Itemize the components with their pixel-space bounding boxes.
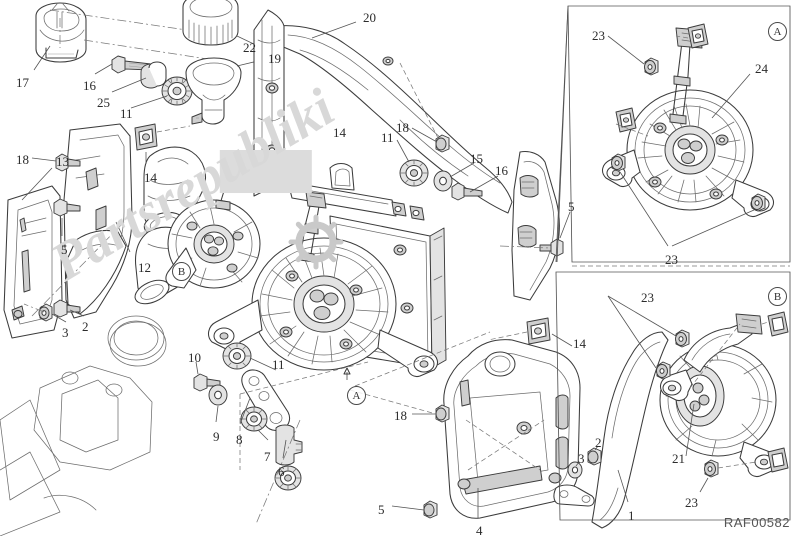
callout-number: 2 <box>595 435 602 450</box>
callout-number: 14 <box>573 336 586 351</box>
callout-number: 8 <box>236 432 243 447</box>
detail-panel-label-b: B <box>768 287 787 306</box>
callout-number: 5 <box>568 199 575 214</box>
callout-number: 5 <box>378 502 385 517</box>
callout-number: 6 <box>278 464 285 479</box>
callout-number: 23 <box>592 28 605 43</box>
callout-number: 14 <box>144 170 157 185</box>
callout-number: 18 <box>396 120 409 135</box>
callout-number: 17 <box>16 75 29 90</box>
callout-number: 25 <box>97 95 110 110</box>
callout-number: 18 <box>16 152 29 167</box>
callout-number: 24 <box>755 61 768 76</box>
callout-number: 23 <box>685 495 698 510</box>
callout-number: 23 <box>665 252 678 267</box>
callout-number: 3 <box>62 325 69 340</box>
callout-number: 3 <box>578 451 585 466</box>
callout-number: 7 <box>264 449 271 464</box>
callout-number: 15 <box>470 151 483 166</box>
detail-marker-a: A <box>347 386 366 405</box>
detail-panel-label-a: A <box>768 22 787 41</box>
callout-number: 11 <box>272 357 285 372</box>
callout-number: 16 <box>495 163 508 178</box>
callout-number: 13 <box>56 154 69 169</box>
callout-number: 12 <box>138 260 151 275</box>
callout-number: 10 <box>188 350 201 365</box>
drawing-code: RAF00582 <box>723 515 790 530</box>
callout-number: 22 <box>243 40 256 55</box>
callout-number: 16 <box>83 78 96 93</box>
callout-number: 11 <box>120 106 133 121</box>
callout-number: 21 <box>672 451 685 466</box>
callout-number: 11 <box>381 130 394 145</box>
callout-number: 20 <box>363 10 376 25</box>
callout-number: 18 <box>394 408 407 423</box>
callout-number: 1 <box>628 508 635 523</box>
callout-number: 9 <box>213 429 220 444</box>
callout-number: 5 <box>61 242 68 257</box>
callout-number: 23 <box>641 290 654 305</box>
detail-marker-b: B <box>172 262 191 281</box>
callout-number: 2 <box>82 319 89 334</box>
callout-number: 4 <box>476 523 483 536</box>
callout-number: 14 <box>333 125 346 140</box>
callout-number: 19 <box>268 51 281 66</box>
